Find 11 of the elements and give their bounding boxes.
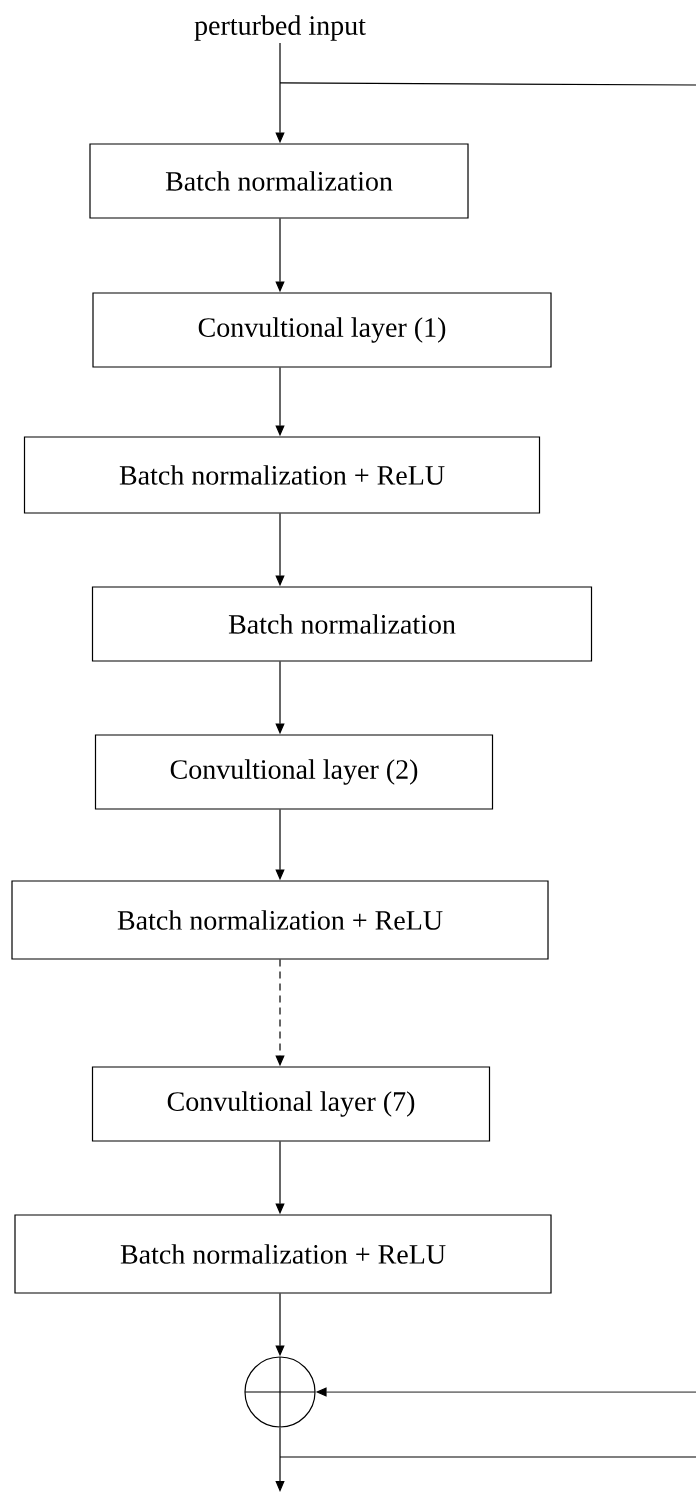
process-box: Convultional layer (2) xyxy=(94,734,494,810)
process-box: Batch normalization + ReLU xyxy=(14,1214,552,1294)
process-box: Batch normalization xyxy=(89,143,469,219)
arrow xyxy=(275,1427,285,1492)
process-box: Batch normalization + ReLU xyxy=(23,436,541,514)
input-label: perturbed input xyxy=(194,15,366,41)
process-box: Convultional layer (7) xyxy=(91,1066,491,1142)
process-box: Batch normalization xyxy=(91,586,593,662)
process-box: Batch normalization + ReLU xyxy=(11,880,549,960)
summing-junction xyxy=(244,1356,316,1428)
process-box: Convultional layer (1) xyxy=(92,292,552,368)
